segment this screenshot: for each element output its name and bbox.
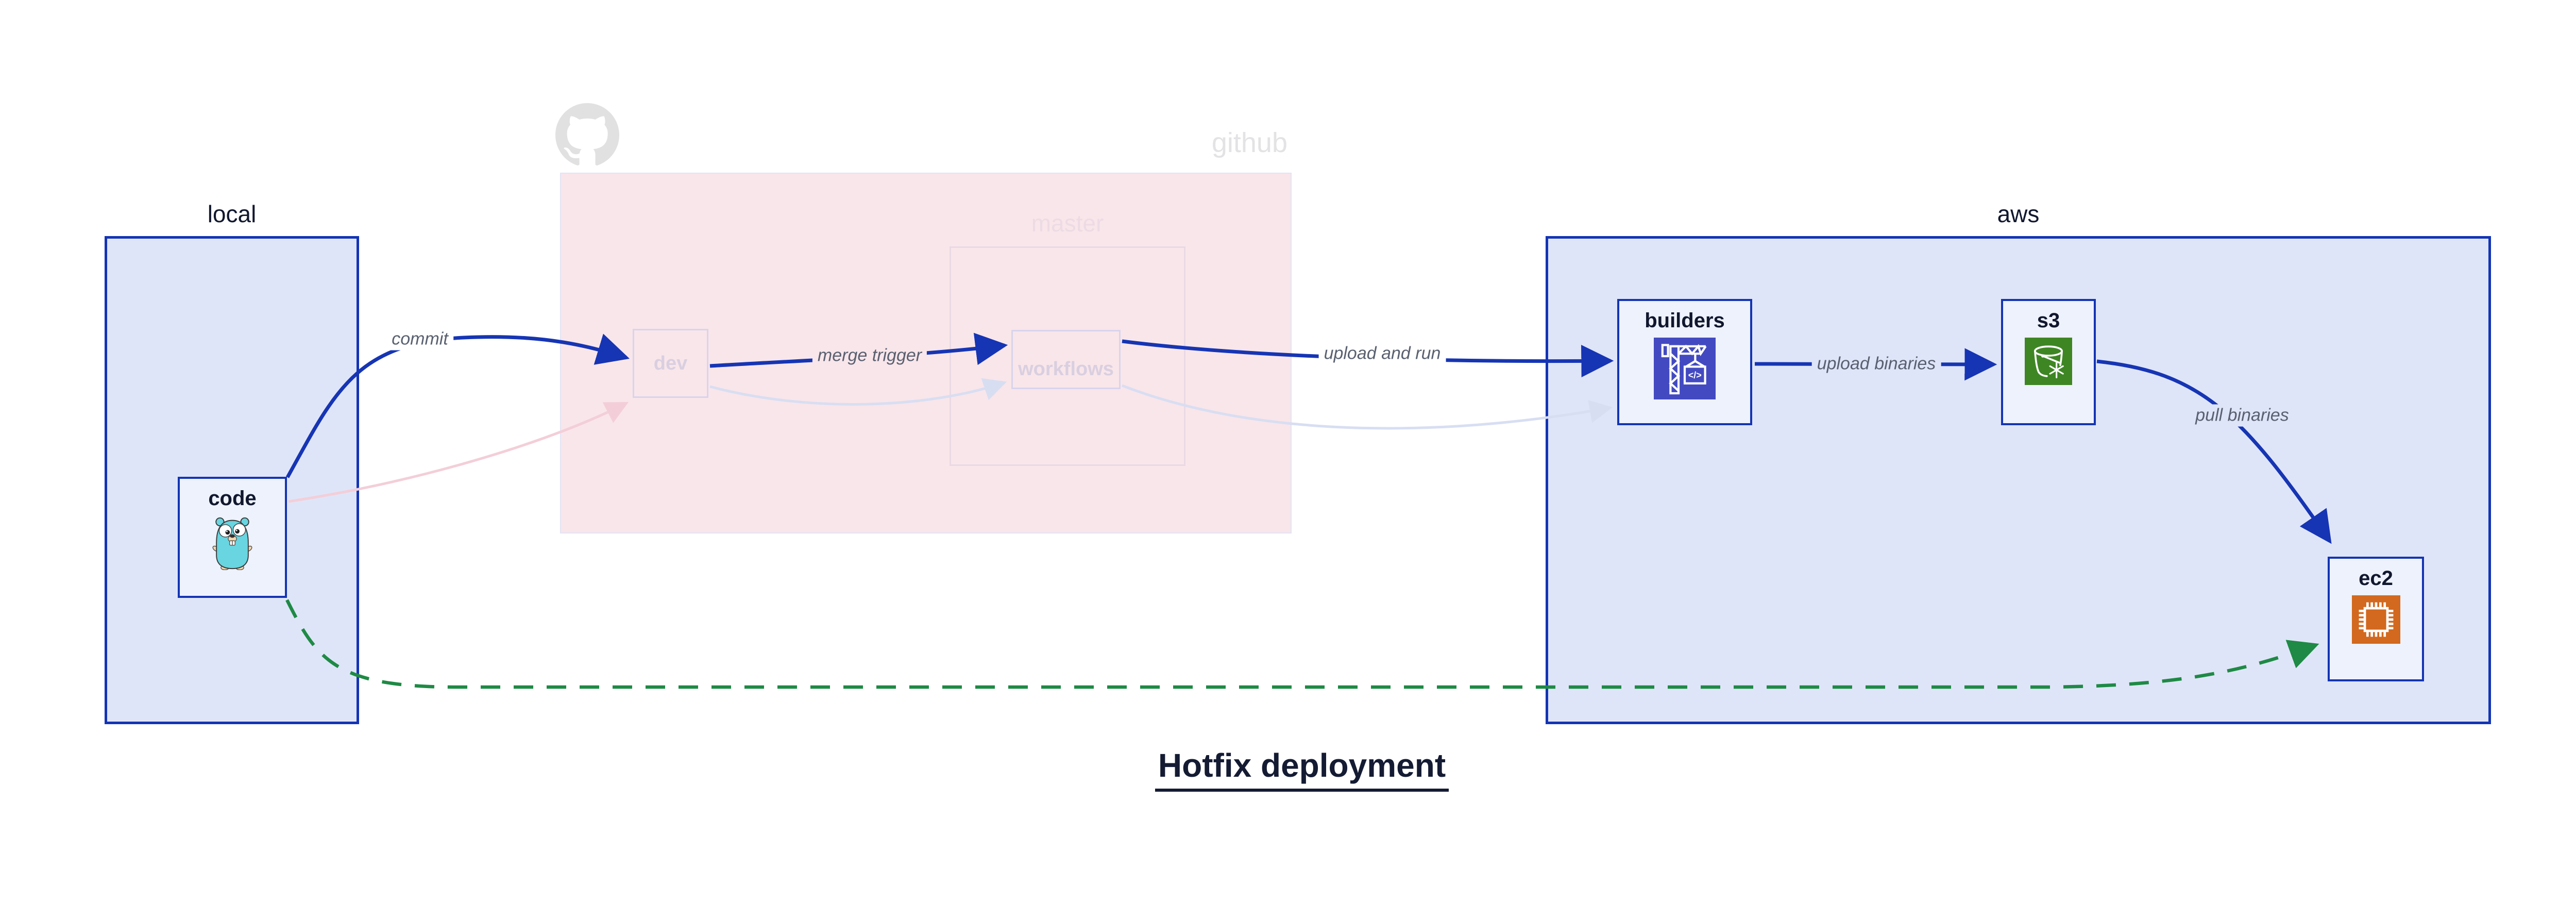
edge-label-merge-trigger: merge trigger [812, 344, 927, 367]
group-github-label: github [1211, 127, 1287, 158]
node-dev-label: dev [653, 352, 688, 374]
group-master-label: master [1031, 210, 1104, 237]
node-s3-label: s3 [2037, 309, 2060, 332]
node-dev: dev [633, 329, 708, 398]
node-builders-label: builders [1645, 309, 1725, 332]
node-ec2-label: ec2 [2359, 567, 2393, 590]
go-gopher-icon [209, 515, 256, 573]
node-s3: s3 [2001, 299, 2096, 425]
codebuild-crane-icon: </> [1654, 338, 1716, 402]
ec2-chip-icon [2351, 595, 2400, 646]
node-code-label: code [208, 487, 257, 510]
group-aws-label: aws [1997, 201, 2040, 227]
node-ec2: ec2 [2328, 557, 2424, 681]
edge-label-pull-binaries: pull binaries [2190, 404, 2294, 427]
node-workflows: workflows [1011, 330, 1121, 389]
github-octocat-icon [555, 103, 619, 170]
edge-label-upload-and-run: upload and run [1318, 342, 1446, 365]
diagram-title-row: Hotfix deployment [0, 746, 2576, 792]
code-glyph: </> [1688, 370, 1702, 380]
s3-glacier-bucket-icon [2025, 338, 2072, 388]
group-local-label: local [207, 201, 257, 227]
node-workflows-label: workflows [1018, 358, 1114, 380]
diagram-title: Hotfix deployment [1155, 746, 1449, 792]
edge-label-upload-binaries: upload binaries [1811, 353, 1941, 375]
node-code: code [178, 477, 287, 598]
edge-label-commit: commit [386, 328, 453, 350]
node-builders: builders </> [1617, 299, 1752, 425]
